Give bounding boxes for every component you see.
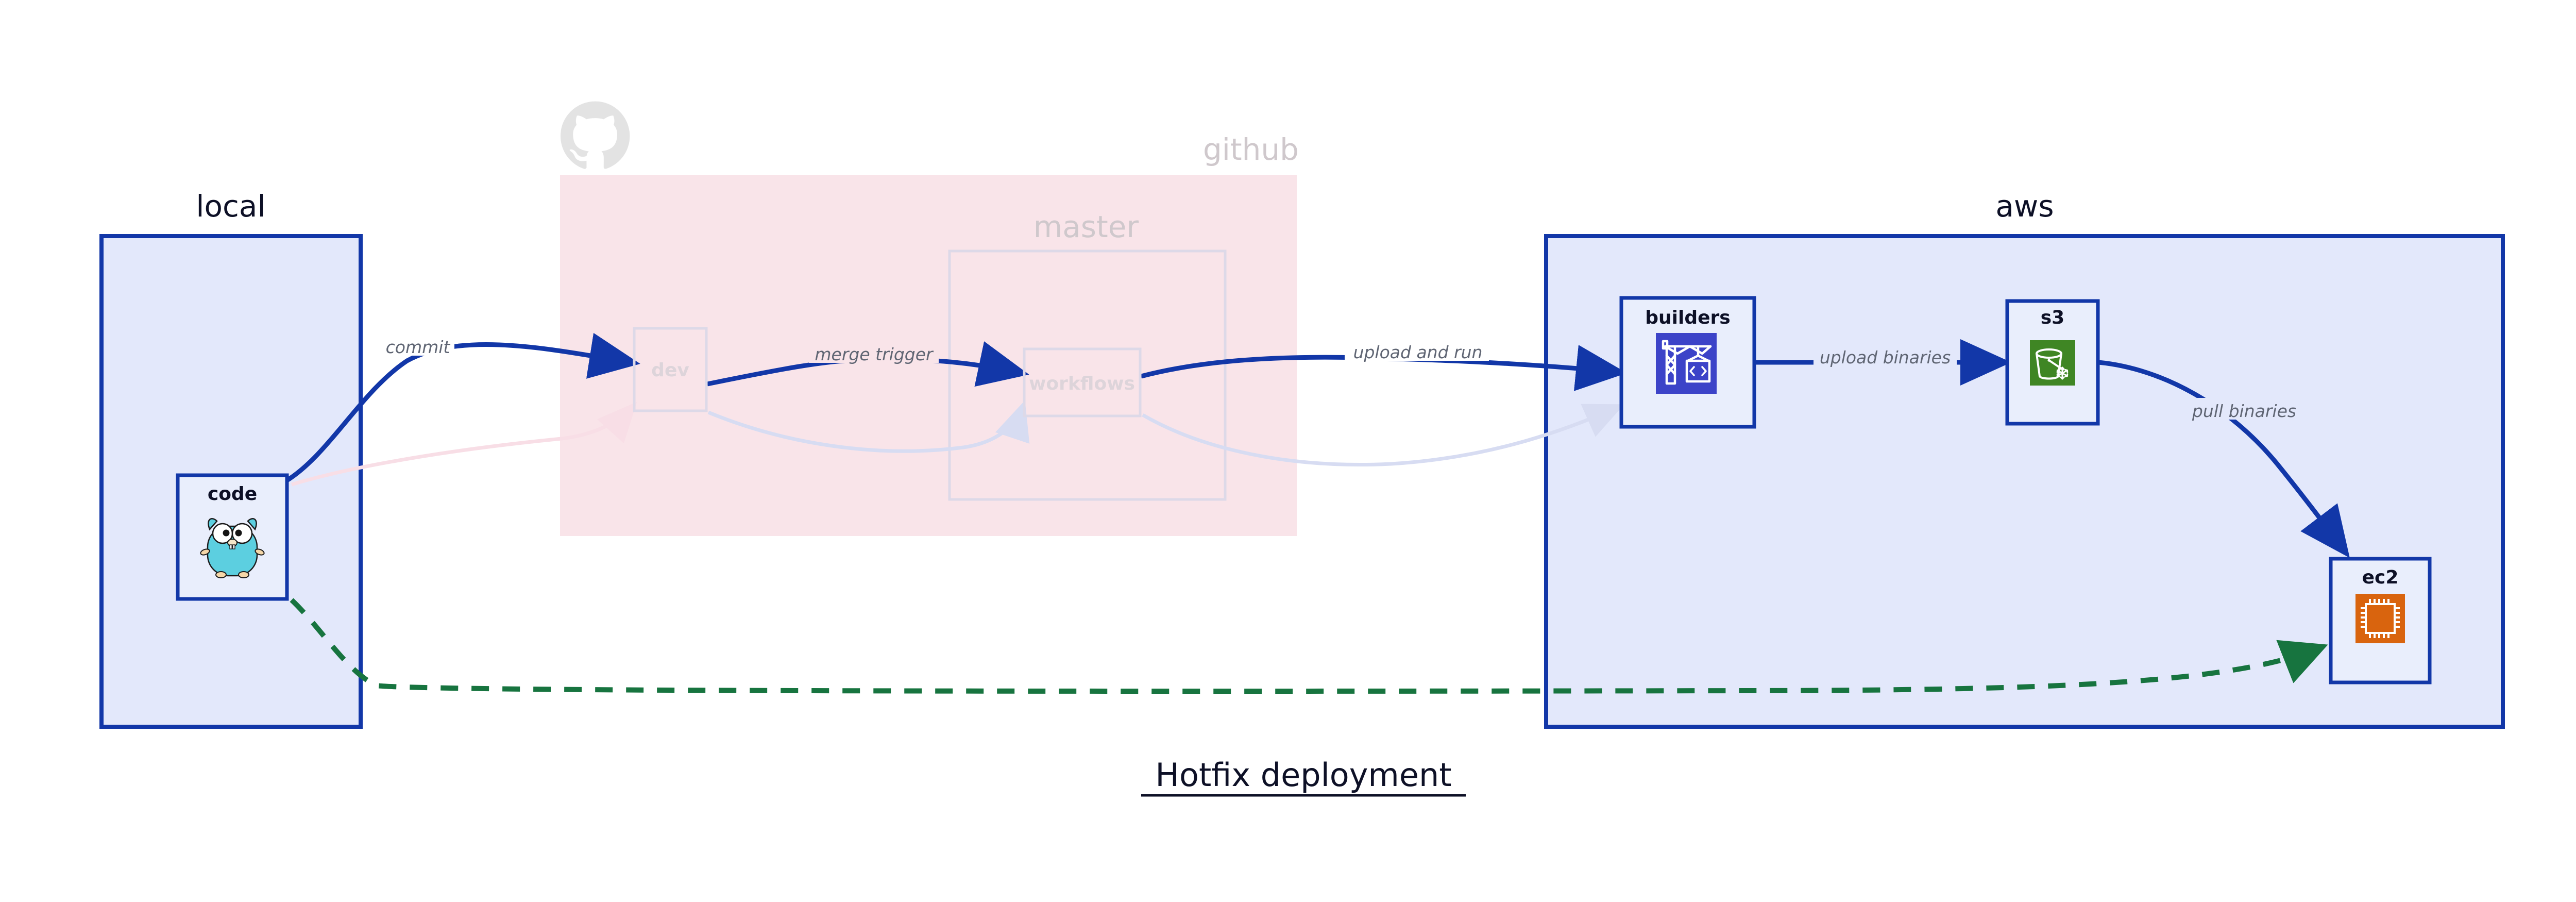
go-gopher-icon [200, 518, 265, 578]
node-dev-box[interactable] [633, 327, 708, 412]
edge-s3-to-ec2-path [2098, 360, 2350, 558]
edge-code-to-ec2-hotfix[interactable] [290, 598, 2328, 694]
edge-label-bg [1814, 344, 1957, 366]
edge-code-to-dev[interactable]: commit [285, 332, 640, 482]
node-code-label: code [208, 483, 257, 505]
group-github-label: github [1203, 132, 1299, 167]
edge-label-pull-binaries: pull binaries [2192, 401, 2296, 421]
node-ec2-label: ec2 [2362, 567, 2399, 588]
edge-label-bg [1345, 339, 1489, 361]
group-local-label: local [196, 189, 265, 224]
group-aws-label: aws [1995, 189, 2054, 224]
edge-label-merge-trigger: merge trigger [815, 344, 934, 364]
node-ec2[interactable]: ec2 [2329, 557, 2432, 684]
node-s3[interactable]: s3 [2005, 299, 2100, 426]
edge-label-upload-binaries: upload binaries [1820, 347, 1951, 368]
node-s3-label: s3 [2041, 307, 2064, 328]
aws-ec2-cpu-icon [2355, 594, 2405, 643]
edge-code-to-dev-path [285, 332, 640, 482]
aws-s3-glacier-bucket-icon [2030, 340, 2075, 386]
node-builders[interactable]: builders [1619, 296, 1756, 429]
group-github[interactable]: github [560, 101, 1299, 536]
github-octocat-icon [561, 101, 630, 169]
edge-dev-to-workflows[interactable]: merge trigger [707, 341, 1029, 387]
edge-code-to-ec2-hotfix-path [290, 598, 2328, 694]
edge-workflows-to-builders[interactable]: upload and run [1140, 339, 1627, 391]
node-builders-label: builders [1645, 307, 1730, 328]
node-dev[interactable]: dev [633, 327, 708, 412]
node-workflows[interactable]: workflows [1023, 347, 1142, 417]
diagram-title-text: Hotfix deployment [1155, 756, 1451, 794]
dim-edge-dev-workflows [707, 400, 1030, 453]
edge-builders-to-s3[interactable]: upload binaries [1755, 339, 2011, 386]
dim-edge-workflows-builders [1142, 404, 1624, 466]
node-workflows-label: workflows [1029, 373, 1135, 394]
node-dev-label: dev [651, 360, 689, 381]
node-code[interactable]: code [176, 473, 289, 601]
edge-label-commit: commit [386, 337, 451, 357]
node-workflows-box[interactable] [1023, 347, 1142, 417]
group-local[interactable]: local [99, 189, 363, 729]
diagram-title: Hotfix deployment [1141, 756, 1466, 797]
edge-label-bg [2184, 398, 2304, 420]
dim-edges-layer [291, 400, 1624, 487]
active-edges-layer: commit merge trigger upload and run uplo… [285, 332, 2350, 694]
edge-label-bg [809, 341, 939, 363]
edge-label-upload-and-run: upload and run [1353, 342, 1483, 362]
group-master-label: master [1033, 209, 1139, 244]
edge-s3-to-ec2[interactable]: pull binaries [2098, 360, 2350, 558]
node-code-box[interactable] [176, 473, 289, 601]
group-master-box[interactable] [948, 249, 1227, 501]
node-ec2-box[interactable] [2329, 557, 2432, 684]
dim-edge-code-dev [291, 402, 637, 487]
edge-label-bg [382, 334, 454, 356]
group-master[interactable]: master [948, 209, 1227, 501]
aws-codebuild-crane-icon [1656, 333, 1717, 394]
